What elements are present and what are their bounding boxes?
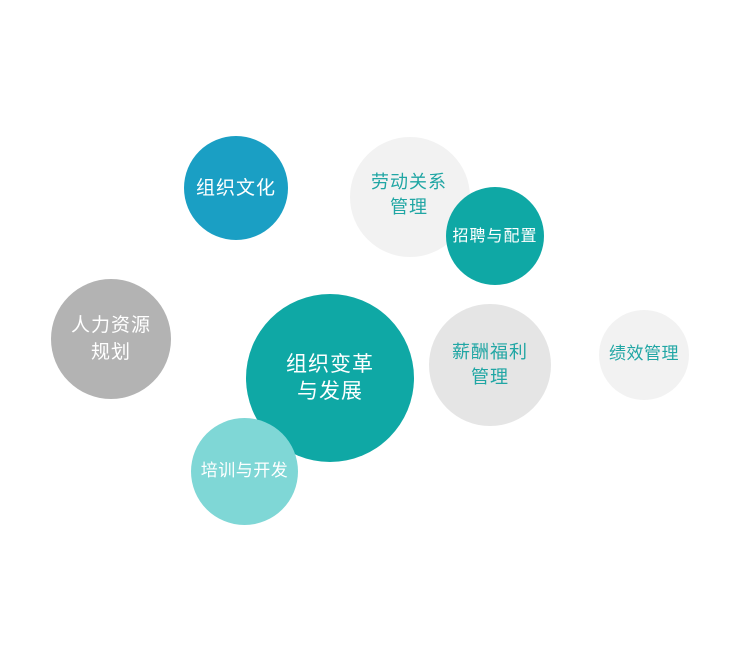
bubble-compensation[interactable]: 薪酬福利 管理 [429,304,551,426]
bubble-org-culture-label: 组织文化 [195,176,276,199]
bubble-labor-relations[interactable]: 劳动关系 管理 [350,137,470,257]
bubble-recruitment-label: 招聘与配置 [452,225,538,245]
bubble-compensation-label: 薪酬福利 管理 [452,341,528,388]
bubble-org-culture[interactable]: 组织文化 [184,136,288,240]
bubble-training[interactable]: 培训与开发 [191,418,298,525]
bubble-training-label: 培训与开发 [200,460,289,481]
bubble-hr-planning[interactable]: 人力资源 规划 [51,279,171,399]
bubble-org-change[interactable]: 组织变革 与发展 [246,294,414,462]
bubble-org-change-label: 组织变革 与发展 [286,351,374,403]
bubble-performance-label: 绩效管理 [609,344,679,365]
bubble-hr-planning-label: 人力资源 规划 [70,314,151,363]
bubble-recruitment[interactable]: 招聘与配置 [446,187,544,285]
bubble-labor-relations-label: 劳动关系 管理 [371,171,447,218]
bubble-performance[interactable]: 绩效管理 [599,310,689,400]
